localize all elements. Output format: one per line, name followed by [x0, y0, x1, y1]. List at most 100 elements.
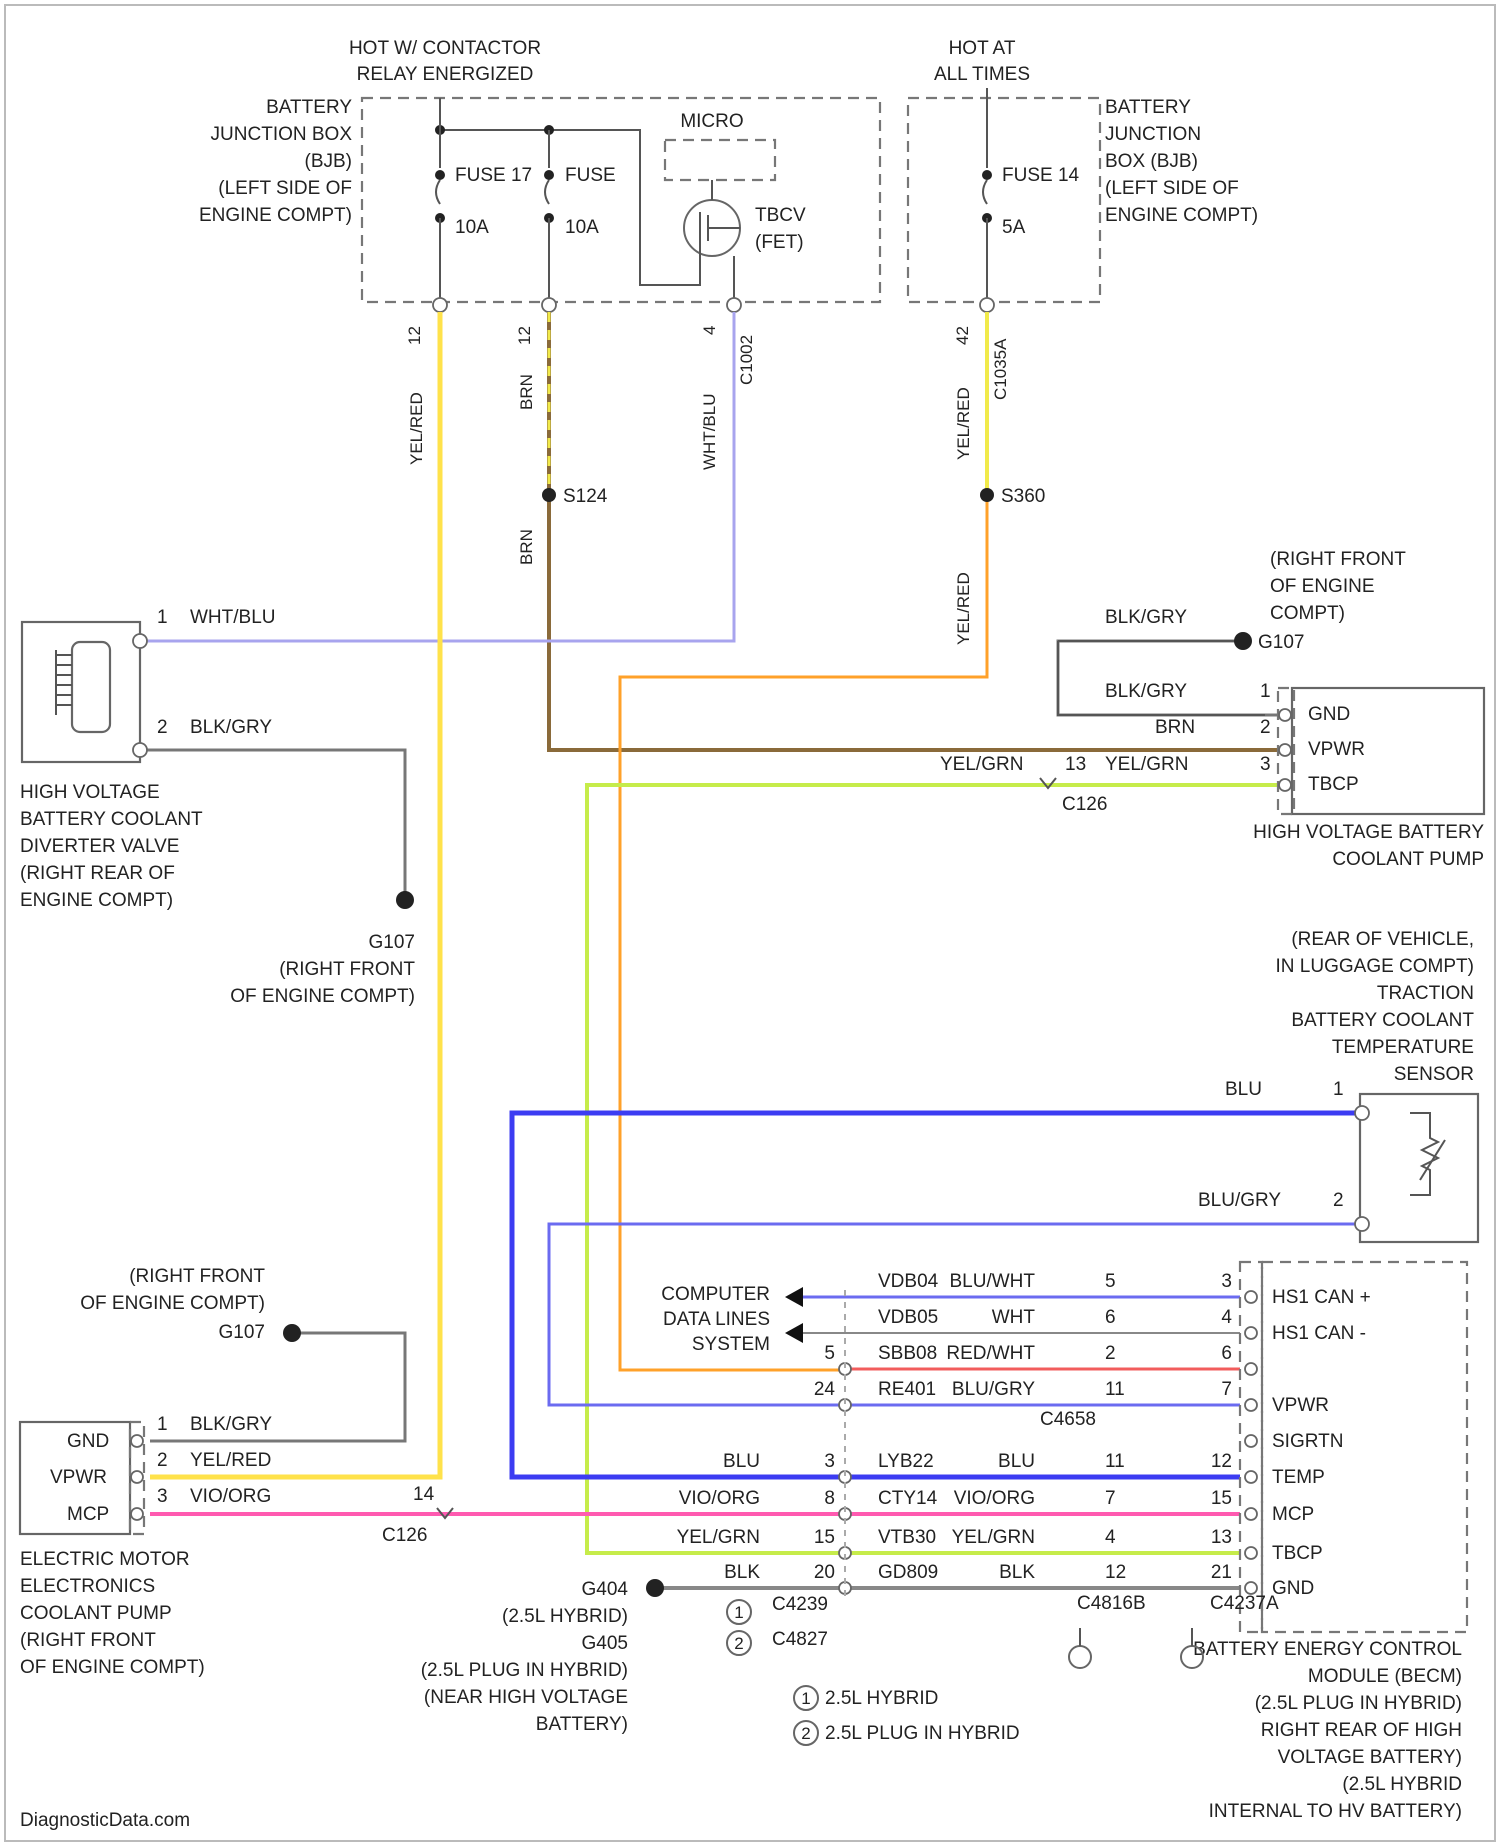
svg-text:BATTERY ENERGY CONTROL: BATTERY ENERGY CONTROL — [1193, 1639, 1462, 1660]
becm-row-epin-symbol — [1245, 1399, 1257, 1411]
becm-row-func: TBCP — [1272, 1543, 1323, 1564]
hv-pump-gnd-wire — [1058, 641, 1265, 715]
temp-sensor-label: (REAR OF VEHICLE, IN LUGGAGE COMPT) TRAC… — [1276, 929, 1475, 1085]
legend-2: 2.5L PLUG IN HYBRID — [825, 1723, 1020, 1744]
c4239-sym-num: 1 — [734, 1603, 743, 1622]
svg-text:(LEFT SIDE OF: (LEFT SIDE OF — [218, 178, 352, 199]
becm-row-circuit: CTY14 — [878, 1488, 938, 1509]
svg-text:TEMPERATURE: TEMPERATURE — [1332, 1037, 1474, 1058]
becm-row-wire: RED/WHT — [946, 1343, 1035, 1364]
becm-row-wire: BLU/WHT — [950, 1271, 1036, 1292]
motor-pin-vpwr: VPWR — [50, 1467, 107, 1488]
legend-num-2: 2 — [801, 1724, 810, 1743]
legend-num-1: 1 — [801, 1689, 810, 1708]
becm-row-func: SIGRTN — [1272, 1431, 1343, 1452]
wire-label-yel-red: YEL/RED — [407, 392, 426, 465]
svg-text:OF ENGINE: OF ENGINE — [1270, 576, 1375, 597]
becm-row-circuit: VDB04 — [878, 1271, 939, 1292]
svg-text:COMPT): COMPT) — [1270, 603, 1345, 624]
becm-row-lpin: 5 — [824, 1343, 835, 1364]
ground-g107-diverter — [396, 891, 414, 909]
pin-num-b: 12 — [515, 326, 534, 345]
becm-row-circuit: GD809 — [878, 1562, 938, 1583]
becm-row-lwire: VIO/ORG — [679, 1488, 760, 1509]
svg-text:ELECTRONICS: ELECTRONICS — [20, 1576, 155, 1597]
hv-battery-coolant-pump: GND VPWR TBCP — [1278, 688, 1484, 814]
hv-pump-w3b: YEL/GRN — [1105, 754, 1188, 775]
becm-row-lpin: 8 — [824, 1488, 835, 1509]
becm-row-epin-symbol — [1245, 1291, 1257, 1303]
splice-s124-label: S124 — [563, 486, 608, 507]
fuse-14-label: FUSE 14 — [1002, 165, 1080, 186]
becm-row-cpin: 11 — [1105, 1451, 1125, 1472]
c4827-label: C4827 — [772, 1629, 828, 1650]
pin-num-a: 12 — [405, 326, 424, 345]
bjb-right-box — [908, 98, 1100, 302]
becm-row-epin-symbol — [1245, 1508, 1257, 1520]
hv-pump-conn: C126 — [1062, 794, 1107, 815]
g405-sub2: (NEAR HIGH VOLTAGE — [424, 1687, 628, 1708]
becm-row-wire: YEL/GRN — [952, 1527, 1035, 1548]
g405-label: G405 — [582, 1633, 628, 1654]
wire-harness — [142, 312, 1360, 1588]
becm-row-func: HS1 CAN - — [1272, 1323, 1366, 1344]
becm-label: BATTERY ENERGY CONTROL MODULE (BECM) (2.… — [1193, 1639, 1462, 1822]
svg-text:DIVERTER VALVE: DIVERTER VALVE — [20, 836, 179, 857]
fuse-14-amp: 5A — [1002, 217, 1026, 238]
becm-row-lwire: BLU — [723, 1451, 760, 1472]
pin-fuse14 — [980, 298, 994, 312]
fuse-17-amp: 10A — [455, 217, 489, 238]
svg-text:ENGINE COMPT): ENGINE COMPT) — [1105, 205, 1258, 226]
becm-row-epin: 12 — [1211, 1451, 1232, 1472]
wire-yel-grn — [587, 785, 1280, 1553]
svg-text:BOX (BJB): BOX (BJB) — [1105, 151, 1198, 172]
hv-pump-p1: 1 — [1260, 681, 1271, 702]
becm-c-bottom: C4816B — [1077, 1593, 1146, 1614]
svg-text:(2.5L HYBRID: (2.5L HYBRID — [1342, 1774, 1462, 1795]
becm-row-circuit: VTB30 — [878, 1527, 936, 1548]
wire-blk-gry-motor — [150, 1333, 405, 1441]
svg-text:(BJB): (BJB) — [305, 151, 353, 172]
wire-label-yel-red-3: YEL/RED — [954, 572, 973, 645]
micro-label: MICRO — [680, 111, 743, 132]
svg-text:(RIGHT FRONT: (RIGHT FRONT — [1270, 549, 1406, 570]
wire-blu — [512, 1113, 1360, 1477]
fuse-other-amp: 10A — [565, 217, 599, 238]
motor-p3: 3 — [157, 1486, 168, 1507]
wire-label-brn: BRN — [517, 374, 536, 410]
becm-row-wire: BLU — [998, 1451, 1035, 1472]
svg-text:VOLTAGE BATTERY): VOLTAGE BATTERY) — [1278, 1747, 1462, 1768]
becm-row-wire: BLU/GRY — [952, 1379, 1035, 1400]
svg-text:(RIGHT REAR OF: (RIGHT REAR OF — [20, 863, 175, 884]
pin-num-c: 4 — [700, 326, 719, 335]
fuse-14: FUSE 14 5A — [982, 88, 1080, 300]
conn-c1035a: C1035A — [991, 338, 1010, 400]
temp-sensor-p1: 1 — [1333, 1079, 1344, 1100]
hv-pump-label2: COOLANT PUMP — [1332, 849, 1484, 870]
svg-text:HIGH VOLTAGE: HIGH VOLTAGE — [20, 782, 160, 803]
footer-text: DiagnosticData.com — [20, 1810, 190, 1831]
diverter-wire2: BLK/GRY — [190, 717, 272, 738]
svg-text:(RIGHT FRONT: (RIGHT FRONT — [20, 1630, 156, 1651]
temp-sensor-w2: BLU/GRY — [1198, 1190, 1281, 1211]
hv-pump-w1: BLK/GRY — [1105, 681, 1187, 702]
hot-all-times-line2: ALL TIMES — [934, 64, 1030, 85]
svg-text:SENSOR: SENSOR — [1394, 1064, 1474, 1085]
motor-gnd-loc2: OF ENGINE COMPT) — [80, 1293, 265, 1314]
motor-p1: 1 — [157, 1414, 168, 1435]
pin-num-d: 42 — [953, 326, 972, 345]
becm-row-func: HS1 CAN + — [1272, 1287, 1371, 1308]
hv-pump-pin-tbcp: TBCP — [1308, 774, 1359, 795]
svg-text:(2.5L PLUG IN HYBRID): (2.5L PLUG IN HYBRID) — [1255, 1693, 1462, 1714]
motor-w1: BLK/GRY — [190, 1414, 272, 1435]
becm-row-lpin: 3 — [824, 1451, 835, 1472]
splice-s360 — [980, 488, 994, 502]
becm-row-lwire: BLK — [724, 1562, 760, 1583]
hot-all-times-line1: HOT AT — [949, 38, 1016, 59]
becm-row-cpin: 4 — [1105, 1527, 1116, 1548]
motor-w3: VIO/ORG — [190, 1486, 271, 1507]
svg-text:(REAR OF VEHICLE,: (REAR OF VEHICLE, — [1291, 929, 1474, 950]
becm-row-func: MCP — [1272, 1504, 1314, 1525]
c4239-label: C4239 — [772, 1594, 828, 1615]
svg-text:BATTERY COOLANT: BATTERY COOLANT — [1291, 1010, 1474, 1031]
